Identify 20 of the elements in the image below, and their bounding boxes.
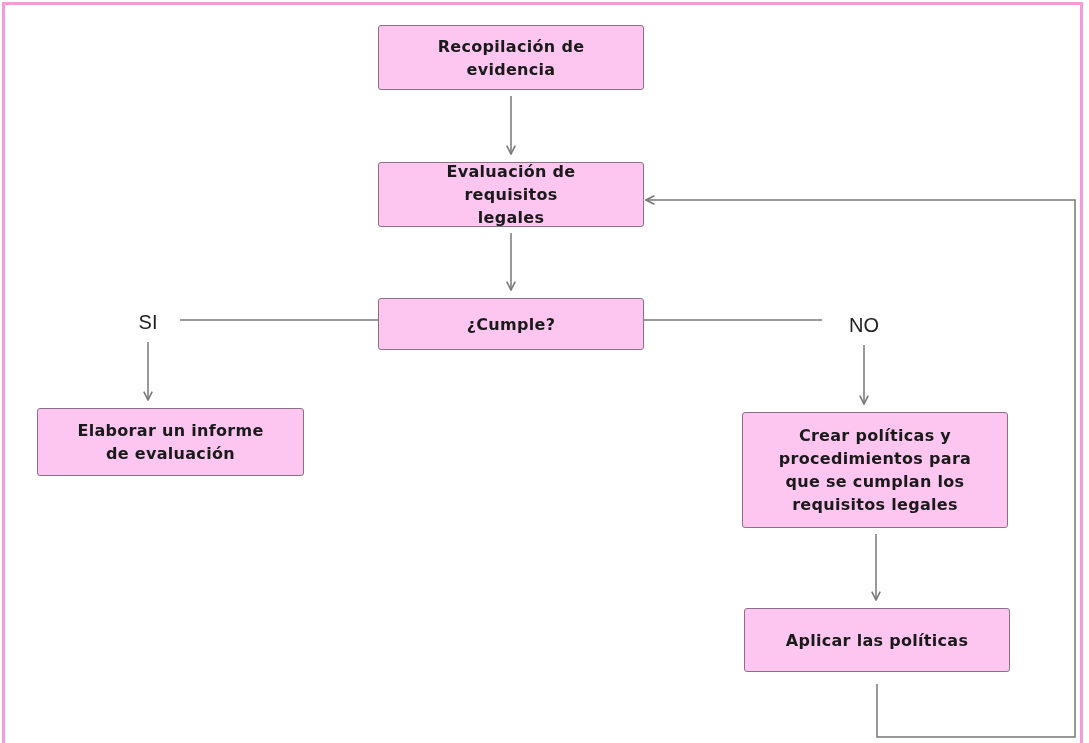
box-text: Evaluación de requisitos legales (445, 161, 577, 229)
process-box (744, 608, 1010, 672)
process-box (37, 408, 304, 476)
process-box (378, 298, 644, 350)
box-text: Elaborar un informe de evaluación (76, 420, 265, 465)
arrow (506, 232, 516, 291)
box-text: Aplicar las políticas (785, 629, 969, 652)
arrow (506, 95, 516, 155)
process-box (742, 412, 1008, 528)
branch-label: SI (128, 308, 168, 336)
branch-label: NO (836, 311, 892, 339)
arrow (871, 533, 881, 601)
box-text: ¿Cumple? (466, 313, 556, 336)
arrow (859, 344, 869, 405)
box-text: Recopilación de evidencia (436, 35, 586, 81)
process-box (378, 25, 644, 90)
process-box (378, 162, 644, 227)
arrow (645, 195, 1076, 738)
arrow (143, 341, 153, 401)
box-text: Crear políticas y procedimientos para que se cumplan los requisitos legales (777, 425, 973, 516)
